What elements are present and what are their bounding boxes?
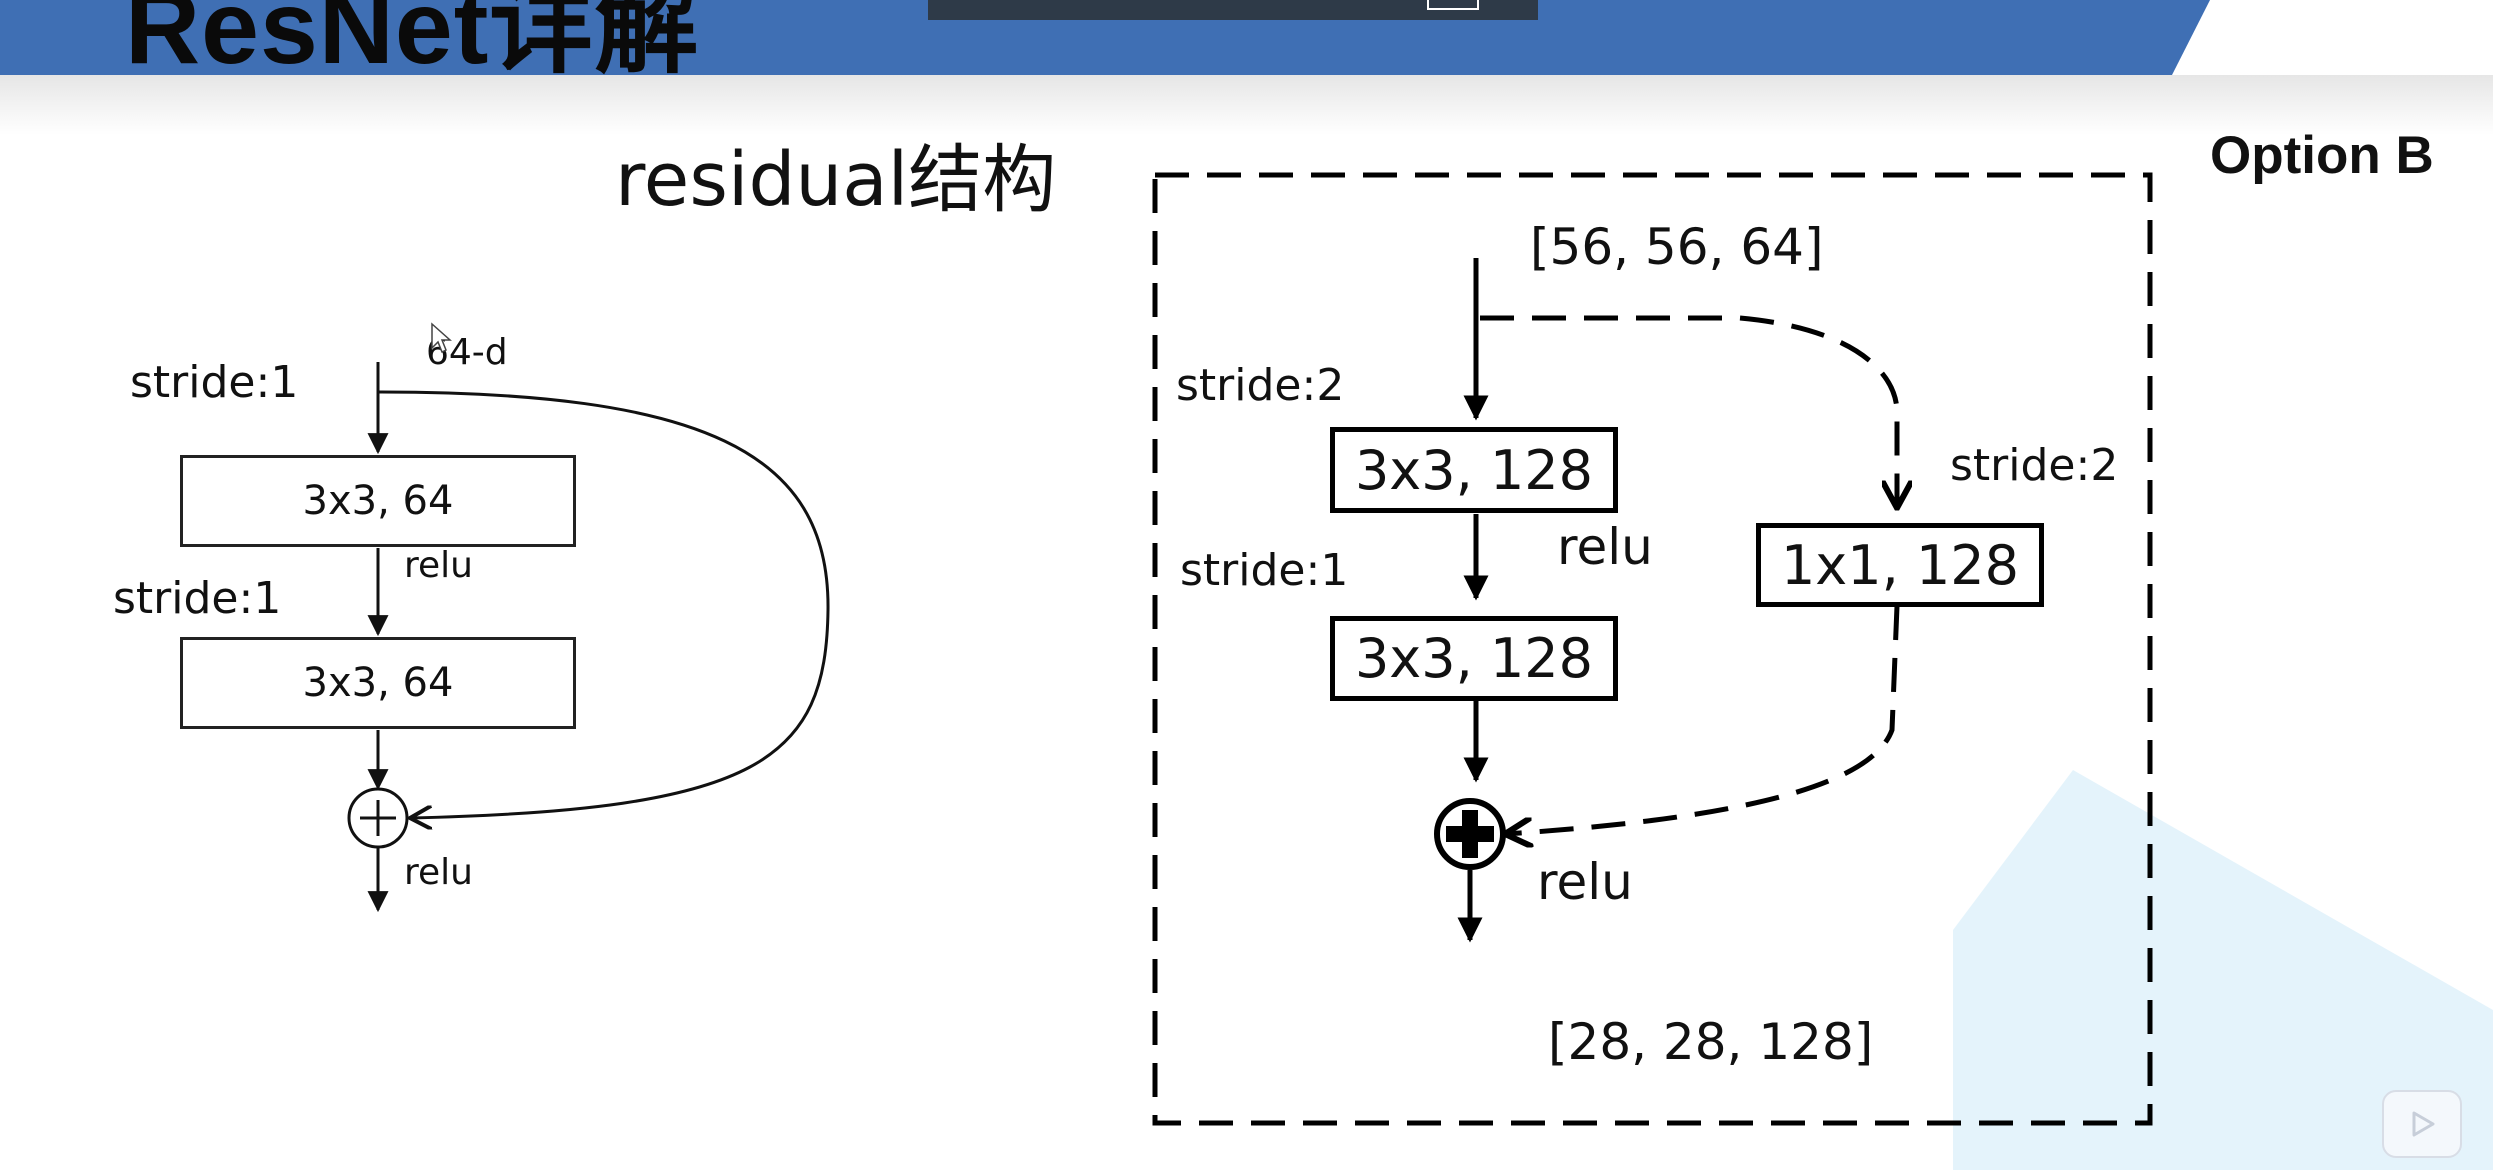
stride-label-top: stride:1 — [130, 357, 299, 408]
stride-label-conv1: stride:2 — [1176, 360, 1345, 411]
right-shortcut-merge — [1505, 605, 1900, 834]
overlay-control[interactable] — [1427, 0, 1479, 10]
stride-label-mid: stride:1 — [113, 573, 282, 624]
option-b-label: Option B — [2210, 126, 2434, 185]
conv-block-3x3-128-a: 3x3, 128 — [1330, 427, 1618, 513]
option-b-dashed-frame — [1152, 172, 2153, 1126]
output-shape-label: [28, 28, 128] — [1548, 1013, 1874, 1071]
right-shortcut-branch — [1480, 315, 1897, 508]
relu-label-out: relu — [404, 852, 473, 893]
header-shadow — [0, 75, 2493, 135]
left-shortcut-path — [377, 390, 830, 818]
relu-label-out: relu — [1537, 853, 1633, 911]
stride-label-shortcut: stride:2 — [1950, 440, 2119, 491]
conv-block-1: 3x3, 64 — [180, 455, 576, 547]
relu-label-mid: relu — [404, 545, 473, 586]
input-shape-label: [56, 56, 64] — [1530, 218, 1824, 276]
residual-title: residual结构 — [615, 137, 1057, 223]
mouse-pointer-icon — [431, 322, 452, 354]
slide-title: ResNet详解 — [125, 0, 700, 86]
play-icon — [2412, 1111, 2435, 1137]
conv-block-3x3-128-b: 3x3, 128 — [1330, 616, 1618, 701]
video-overlay-bar — [928, 0, 1538, 20]
conv-block-1x1-128: 1x1, 128 — [1756, 523, 2044, 607]
play-button[interactable] — [2382, 1090, 2462, 1158]
relu-label-mid: relu — [1557, 518, 1653, 576]
conv-block-2: 3x3, 64 — [180, 637, 576, 729]
header-bar — [0, 0, 2493, 75]
corner-decoration — [1953, 770, 2493, 1170]
stride-label-conv2: stride:1 — [1180, 545, 1349, 596]
